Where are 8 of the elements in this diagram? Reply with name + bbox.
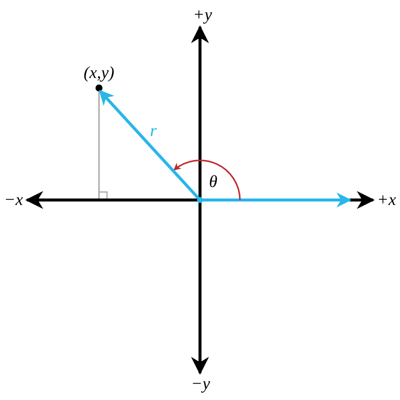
axis-label: −y: [191, 375, 210, 393]
arrow: [98, 90, 202, 202]
axis-label: +x: [377, 191, 396, 209]
origin-point: [197, 197, 203, 203]
axis-label: +y: [193, 6, 212, 24]
axis-label: −x: [4, 191, 24, 209]
point-label: (x,y): [79, 64, 119, 91]
angle-label: θ: [209, 173, 218, 191]
